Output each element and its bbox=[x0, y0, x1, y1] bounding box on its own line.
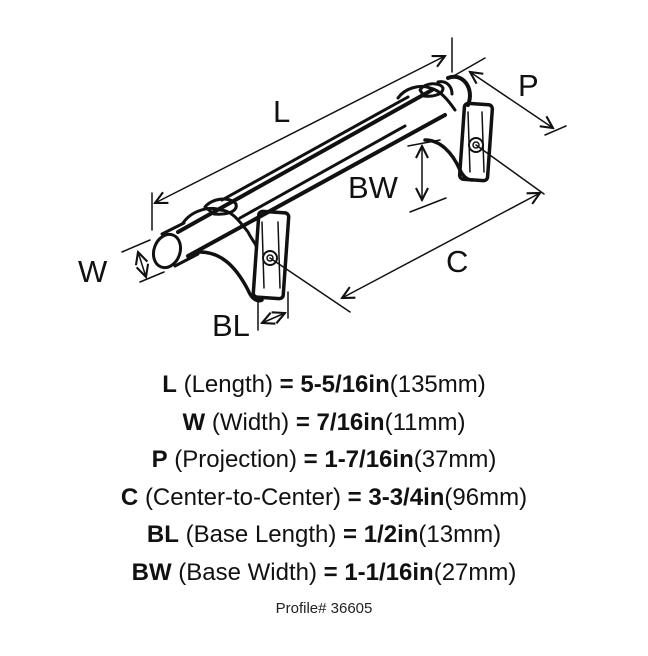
spec-base-length: BL (Base Length) = 1/2in(13mm) bbox=[146, 521, 502, 548]
label-C: C bbox=[446, 244, 468, 279]
label-P: P bbox=[518, 68, 539, 103]
label-L: L bbox=[273, 94, 290, 129]
spec-width: W (Width) = 7/16in(11mm) bbox=[182, 408, 466, 436]
dim-line-P bbox=[470, 72, 553, 128]
label-BL: BL bbox=[212, 308, 250, 343]
spec-center-to-center: C (Center-to-Center) = 3-3/4in(96mm) bbox=[120, 483, 528, 511]
dimension-specs: L (Length) = 5-5/16in(135mm) W (Width) =… bbox=[0, 366, 648, 591]
dim-line-C bbox=[342, 193, 540, 298]
dim-line-BL bbox=[262, 313, 285, 323]
spec-base-width: BW (Base Width) = 1-1/16in(27mm) bbox=[131, 558, 517, 586]
profile-number: Profile# 36605 bbox=[275, 600, 373, 617]
dim-line-L bbox=[155, 56, 445, 203]
spec-length: L (Length) = 5-5/16in(135mm) bbox=[162, 371, 486, 398]
label-BW: BW bbox=[348, 170, 399, 205]
left-post bbox=[181, 197, 291, 303]
spec-projection: P (Projection) = 1-7/16in(37mm) bbox=[151, 446, 497, 473]
label-W: W bbox=[78, 254, 108, 289]
dim-line-W bbox=[138, 252, 146, 277]
handle-drawing: L P BW W C BL bbox=[78, 37, 567, 343]
